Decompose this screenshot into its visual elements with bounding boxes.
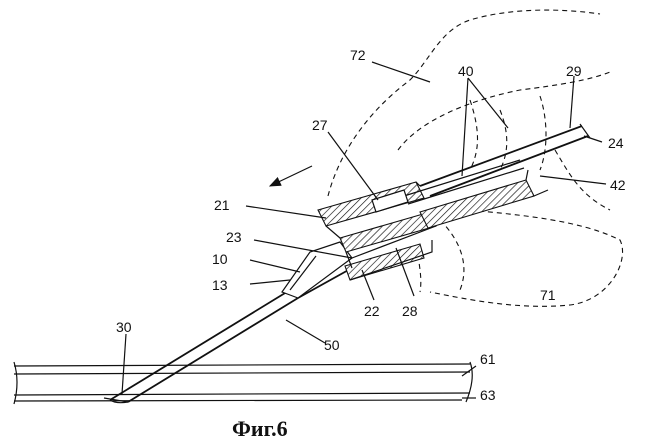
label-24: 24 <box>608 135 624 151</box>
label-50: 50 <box>324 337 340 353</box>
label-23: 23 <box>226 229 242 245</box>
label-61: 61 <box>480 351 496 367</box>
label-63: 63 <box>480 387 496 403</box>
hub-assembly <box>317 123 591 281</box>
figure-caption: Фиг.6 <box>232 416 288 441</box>
label-21: 21 <box>214 197 230 213</box>
hand-outline <box>327 9 624 307</box>
label-71: 71 <box>540 287 556 303</box>
skin-layers <box>13 361 473 405</box>
leader-lines <box>121 61 607 399</box>
label-30: 30 <box>116 319 132 335</box>
direction-arrow <box>268 165 313 187</box>
label-13: 13 <box>212 277 228 293</box>
label-42: 42 <box>610 177 626 193</box>
label-29: 29 <box>566 63 582 79</box>
label-40: 40 <box>458 63 474 79</box>
label-22: 22 <box>364 303 380 319</box>
label-28: 28 <box>402 303 418 319</box>
label-72: 72 <box>350 47 366 63</box>
label-10: 10 <box>212 251 228 267</box>
label-27: 27 <box>312 117 328 133</box>
